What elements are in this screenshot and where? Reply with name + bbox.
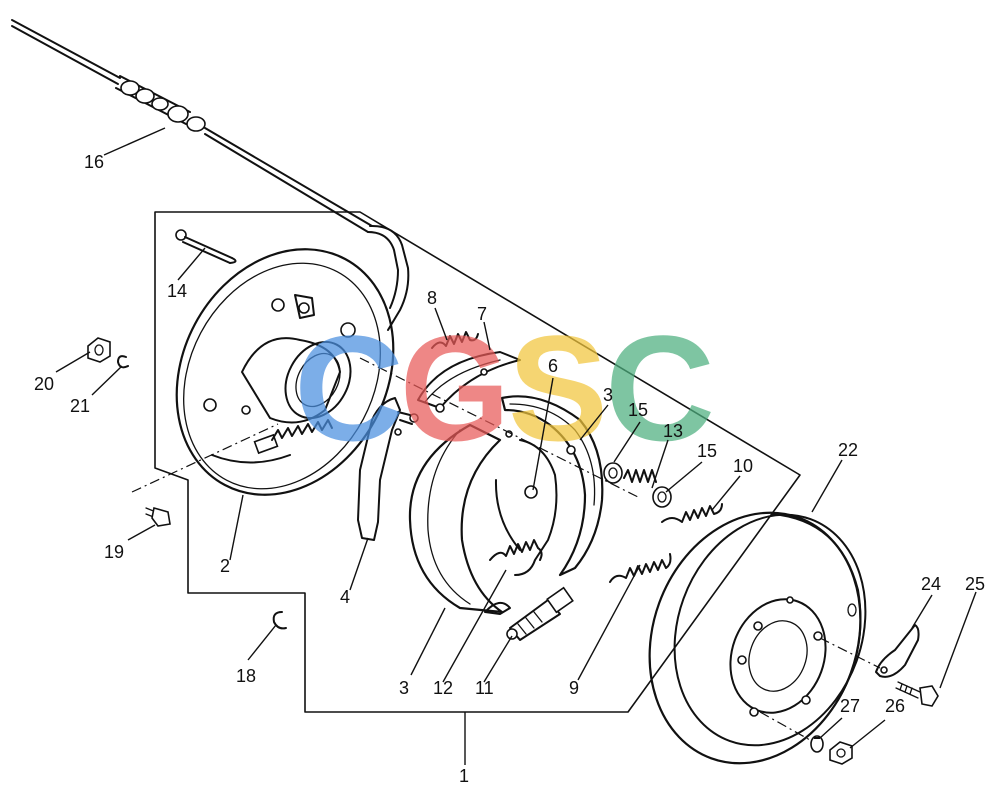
upper-return-spring [431, 331, 479, 349]
callout-11: 11 [475, 678, 494, 698]
callout-24: 24 [921, 574, 941, 594]
callout-4: 4 [340, 587, 350, 607]
callout-9: 9 [569, 678, 579, 698]
nut-part-20 [87, 337, 111, 363]
callout-26: 26 [885, 696, 905, 716]
nut-part [829, 741, 853, 765]
lower-axis-line [131, 423, 279, 493]
lock-washer-21 [117, 355, 129, 369]
lower-return-spring [489, 539, 543, 561]
parking-brake-cable [11, 19, 410, 331]
callout-15: 15 [628, 400, 648, 420]
watermark-letter: C [294, 304, 404, 472]
upper-hold-spring [661, 503, 723, 523]
callout-25: 25 [965, 574, 985, 594]
backing-plate [175, 248, 395, 496]
bolt-part [895, 681, 939, 707]
callout-7: 7 [477, 304, 487, 324]
brake-drum [648, 511, 867, 765]
callout-12: 12 [433, 678, 453, 698]
callout-16: 16 [84, 152, 104, 172]
callout-1: 1 [459, 766, 469, 786]
upper-brake-shoe [417, 351, 521, 413]
callout-13: 13 [663, 421, 683, 441]
callout-3: 3 [399, 678, 409, 698]
callout-labels: 1 2 3 3 4 6 7 8 9 10 11 12 13 14 15 15 1… [34, 152, 985, 786]
hole-cover-hole [880, 666, 888, 674]
callout-21: 21 [70, 396, 90, 416]
hole-cover [875, 624, 920, 678]
callout-19: 19 [104, 542, 124, 562]
clip-part [272, 611, 287, 630]
pin-part [175, 229, 237, 264]
callout-6: 6 [548, 356, 558, 376]
brake-shoe-set [408, 395, 604, 615]
callout-22: 22 [838, 440, 858, 460]
spring-retainer-set [603, 462, 672, 508]
callout-20: 20 [34, 374, 54, 394]
lower-hold-spring [609, 553, 672, 583]
hub-axis-line [759, 637, 881, 741]
bleeder-screw [145, 506, 171, 527]
callout-27: 27 [840, 696, 860, 716]
adjuster-assembly [506, 586, 574, 641]
callout-14: 14 [167, 281, 187, 301]
callout-2: 2 [220, 556, 230, 576]
callout-15: 15 [697, 441, 717, 461]
watermark-letter: S [508, 304, 608, 472]
brake-lever [357, 397, 419, 541]
backing-plate-spring [271, 419, 333, 441]
callout-3: 3 [603, 385, 613, 405]
leader-lines [55, 127, 977, 765]
callout-10: 10 [733, 456, 753, 476]
callout-8: 8 [427, 288, 437, 308]
lock-washer-27 [810, 735, 824, 753]
watermark: C G S C [294, 304, 715, 472]
callout-18: 18 [236, 666, 256, 686]
watermark-letter: C [605, 304, 715, 472]
watermark-letter: G [400, 304, 510, 472]
assembly-axis-line [359, 357, 641, 499]
